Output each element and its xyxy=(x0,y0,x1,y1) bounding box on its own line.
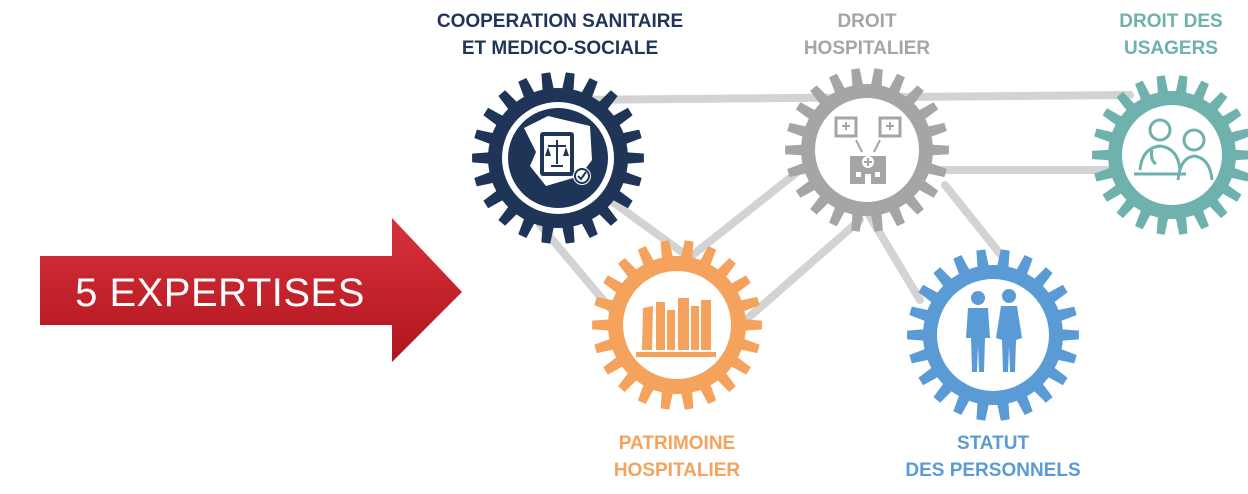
gear-inner-ring xyxy=(937,279,1049,391)
label-droit-usagers: DROIT DES USAGERS xyxy=(1096,8,1246,62)
gear-inner-ring xyxy=(623,271,731,379)
label-patrimoine: PATRIMOINE HOSPITALIER xyxy=(587,430,767,484)
arrow-label: 5 EXPERTISES xyxy=(75,271,365,315)
label-cooperation: COOPERATION SANITAIRE ET MEDICO-SOCIALE xyxy=(400,8,720,62)
label-statut: STATUT DES PERSONNELS xyxy=(893,430,1093,484)
label-line: HOSPITALIER xyxy=(803,38,931,59)
label-line: DES PERSONNELS xyxy=(905,460,1081,481)
doctor-patient-icon xyxy=(1134,118,1214,181)
gear-inner-ring xyxy=(1122,105,1222,205)
expertises-arrow xyxy=(40,218,462,362)
label-line: USAGERS xyxy=(1124,38,1218,59)
label-line: COOPERATION SANITAIRE xyxy=(436,11,684,32)
connector-line xyxy=(736,216,864,329)
connector-line xyxy=(856,196,924,304)
gear-droit-usagers xyxy=(1092,75,1248,235)
connector-line xyxy=(941,181,1009,264)
connector-line xyxy=(676,166,804,269)
gear-statut xyxy=(907,249,1079,421)
label-line: PATRIMOINE xyxy=(618,433,736,454)
gear-droit-hospitalier xyxy=(785,68,949,232)
law-book-map-icon xyxy=(524,116,592,186)
label-line: DROIT DES xyxy=(1119,11,1223,32)
gear-inner-ring xyxy=(815,98,919,202)
label-line: STATUT xyxy=(956,433,1030,454)
label-line: HOSPITALIER xyxy=(613,460,741,481)
hospital-icon xyxy=(834,116,902,184)
gear-cooperation xyxy=(472,72,644,244)
books-icon xyxy=(636,298,716,357)
label-droit-hospitalier: DROIT HOSPITALIER xyxy=(777,8,957,62)
people-icon xyxy=(966,289,1022,372)
label-line: DROIT xyxy=(837,11,897,32)
gear-patrimoine xyxy=(592,240,762,410)
label-line: ET MEDICO-SOCIALE xyxy=(461,38,659,59)
